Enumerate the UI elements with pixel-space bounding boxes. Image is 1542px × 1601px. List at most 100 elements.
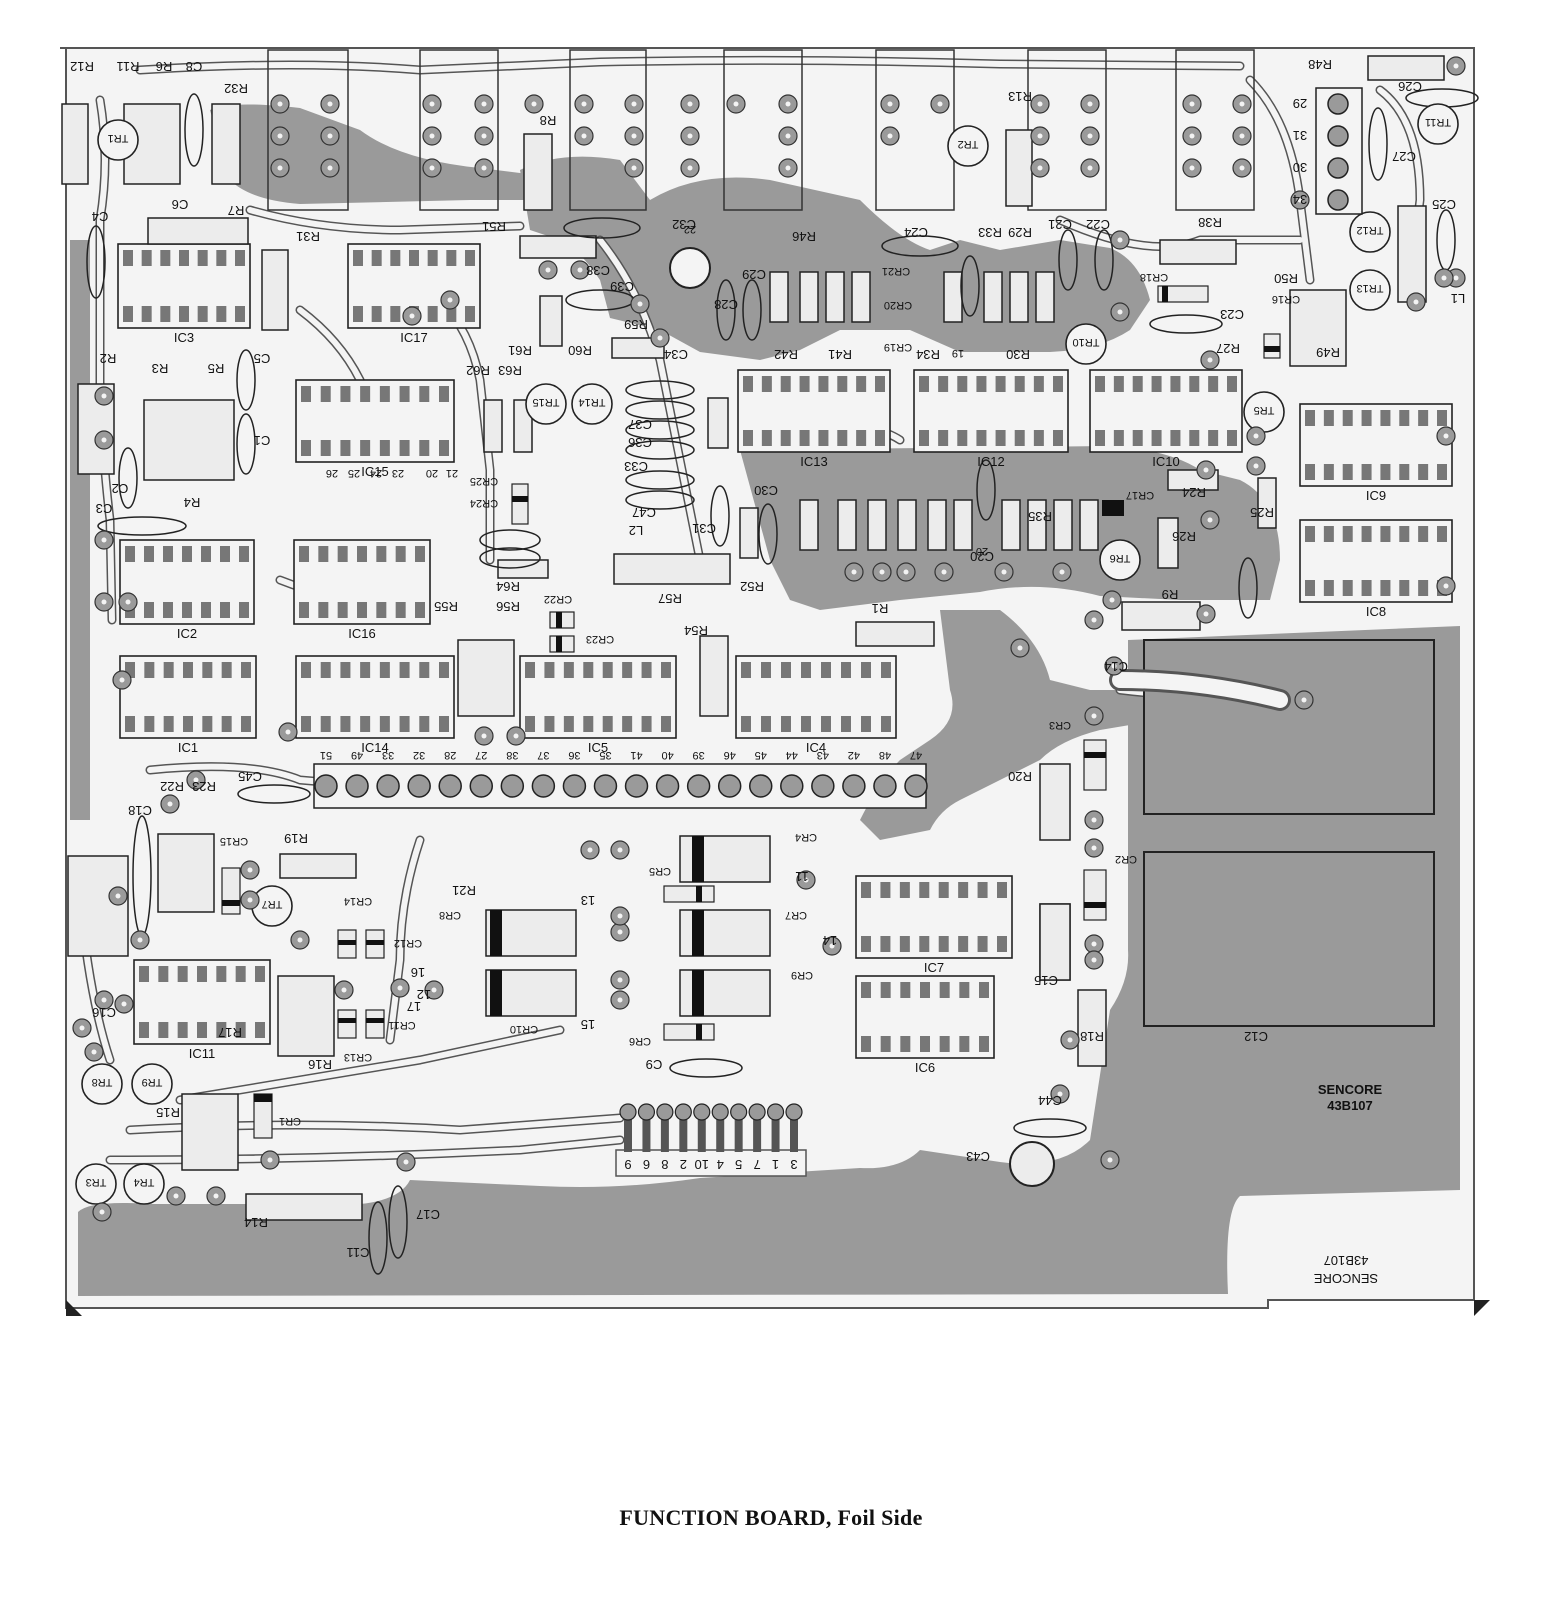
finger-pad xyxy=(711,1103,729,1121)
diode-label: CR20 xyxy=(884,299,912,311)
pad-number-label: 22 xyxy=(684,223,696,235)
diode-label: CR24 xyxy=(470,497,498,509)
transistor-label: TR1 xyxy=(108,132,129,144)
brand-marking: SENCORE xyxy=(1318,1082,1383,1097)
resistor-label: R61 xyxy=(508,343,532,358)
diode-label: CR18 xyxy=(1140,271,1168,283)
edge-pin-pad xyxy=(1327,93,1349,115)
connector-pad xyxy=(531,774,556,798)
connector-pad xyxy=(811,774,835,798)
ic-label: IC4 xyxy=(806,740,826,755)
capacitor-label: C2 xyxy=(112,481,129,496)
diode-label: CR6 xyxy=(629,1035,651,1047)
capacitor-c43-body xyxy=(1009,1141,1055,1187)
corner-mark xyxy=(1474,1300,1490,1316)
finger-pin-label: 8 xyxy=(661,1157,668,1172)
finger-pin-label: 5 xyxy=(735,1157,742,1172)
capacitor-c14-body xyxy=(1143,639,1435,815)
finger-pin-label: 10 xyxy=(695,1157,709,1172)
ic-label: IC11 xyxy=(189,1046,216,1061)
resistor-label: R22 xyxy=(160,779,184,794)
resistor-label: R52 xyxy=(740,579,764,594)
ic-footprints xyxy=(117,243,1453,1059)
finger-pad xyxy=(637,1103,656,1121)
resistor-label: R38 xyxy=(1198,215,1222,230)
ic-label: IC8 xyxy=(1366,604,1386,619)
capacitor-label: C31 xyxy=(692,521,716,536)
capacitor-label: C38 xyxy=(586,263,610,278)
ic-label: IC7 xyxy=(924,960,944,975)
resistor-label: R51 xyxy=(482,219,506,234)
ic-label: IC16 xyxy=(348,626,375,641)
transistor-label: TR8 xyxy=(92,1076,113,1088)
diode-label: CR21 xyxy=(882,265,910,277)
edge-pin-label: 29 xyxy=(1293,96,1307,111)
diode-label: CR14 xyxy=(344,895,372,907)
diode-label: CR5 xyxy=(649,865,671,877)
test-point-label: 13 xyxy=(581,893,595,908)
vertical-capacitor-bodies xyxy=(1039,903,1071,981)
diode-bodies xyxy=(221,285,1281,1139)
pcb-foil-drawing: IC1IC2IC3IC4IC5IC6IC7IC8IC9IC10IC11IC12I… xyxy=(60,47,1490,1316)
connector-pin-label: 41 xyxy=(630,749,642,761)
transistor-label: TR13 xyxy=(1357,282,1384,294)
finger-pad xyxy=(674,1103,692,1121)
transistor-label: TR11 xyxy=(1425,116,1451,128)
diode-label: CR17 xyxy=(1126,489,1154,501)
resistor-label: R54 xyxy=(684,623,708,638)
ic-label: IC12 xyxy=(977,454,1004,469)
resistor-label: R20 xyxy=(1008,769,1032,784)
connector-pin-label: 47 xyxy=(910,749,922,761)
connector-pin-label: 51 xyxy=(320,749,332,761)
resistor-label: R14 xyxy=(244,1215,268,1230)
resistor-label: R17 xyxy=(218,1025,242,1040)
finger-pad xyxy=(619,1103,637,1121)
resistor-label: R42 xyxy=(774,347,798,362)
ic-ic16 xyxy=(293,539,431,625)
connector-pin-label: 33 xyxy=(382,749,394,761)
diode-label: CR12 xyxy=(394,937,422,949)
ic-ic1 xyxy=(119,655,257,739)
edge-pin-pad xyxy=(1327,189,1349,211)
diode-label: CR11 xyxy=(388,1019,415,1031)
transistor-body xyxy=(1099,539,1141,581)
pad-number-label: 26 xyxy=(326,467,338,479)
capacitor-label: C29 xyxy=(742,267,766,282)
ic-ic14 xyxy=(295,655,455,739)
test-point-label: 11 xyxy=(795,869,809,884)
transistor-body xyxy=(1065,323,1107,365)
transistor-body xyxy=(1417,103,1459,145)
capacitor-label: C44 xyxy=(1038,1093,1062,1108)
resistor-label: R48 xyxy=(1308,57,1332,72)
pad-number-label: 24 xyxy=(370,467,382,479)
resistor-label: R19 xyxy=(284,831,308,846)
capacitor-label: C12 xyxy=(1244,1029,1268,1044)
connector-pin-label: 48 xyxy=(879,749,891,761)
connector-pin-label: 46 xyxy=(724,749,736,761)
connector-pad xyxy=(717,774,742,798)
ic-ic10 xyxy=(1089,369,1243,453)
ic-ic4 xyxy=(735,655,897,739)
capacitor-label: C32 xyxy=(672,217,696,232)
resistor-label: R2 xyxy=(100,351,117,366)
pad-number-label: 20 xyxy=(976,545,988,557)
connector-pad xyxy=(780,774,804,798)
test-point-label: 16 xyxy=(411,965,425,980)
ic-ic15 xyxy=(295,379,455,463)
finger-pad xyxy=(693,1103,711,1121)
capacitor-c12-body xyxy=(1143,851,1435,1027)
resistor-label: R31 xyxy=(296,229,320,244)
connector-pad xyxy=(655,774,680,798)
resistor-label: R25 xyxy=(1250,505,1274,520)
resistor-label: R11 xyxy=(117,59,140,74)
edge-pin-pad xyxy=(1327,157,1349,179)
connector-pin-label: 40 xyxy=(661,749,673,761)
connector-pad xyxy=(593,774,618,798)
connector-pad xyxy=(873,774,897,798)
connector-pin-label: 38 xyxy=(506,749,518,761)
connector-pad xyxy=(748,774,773,798)
connector-pad xyxy=(562,774,587,798)
finger-pad xyxy=(730,1103,748,1121)
diode-label: CR9 xyxy=(791,969,813,981)
